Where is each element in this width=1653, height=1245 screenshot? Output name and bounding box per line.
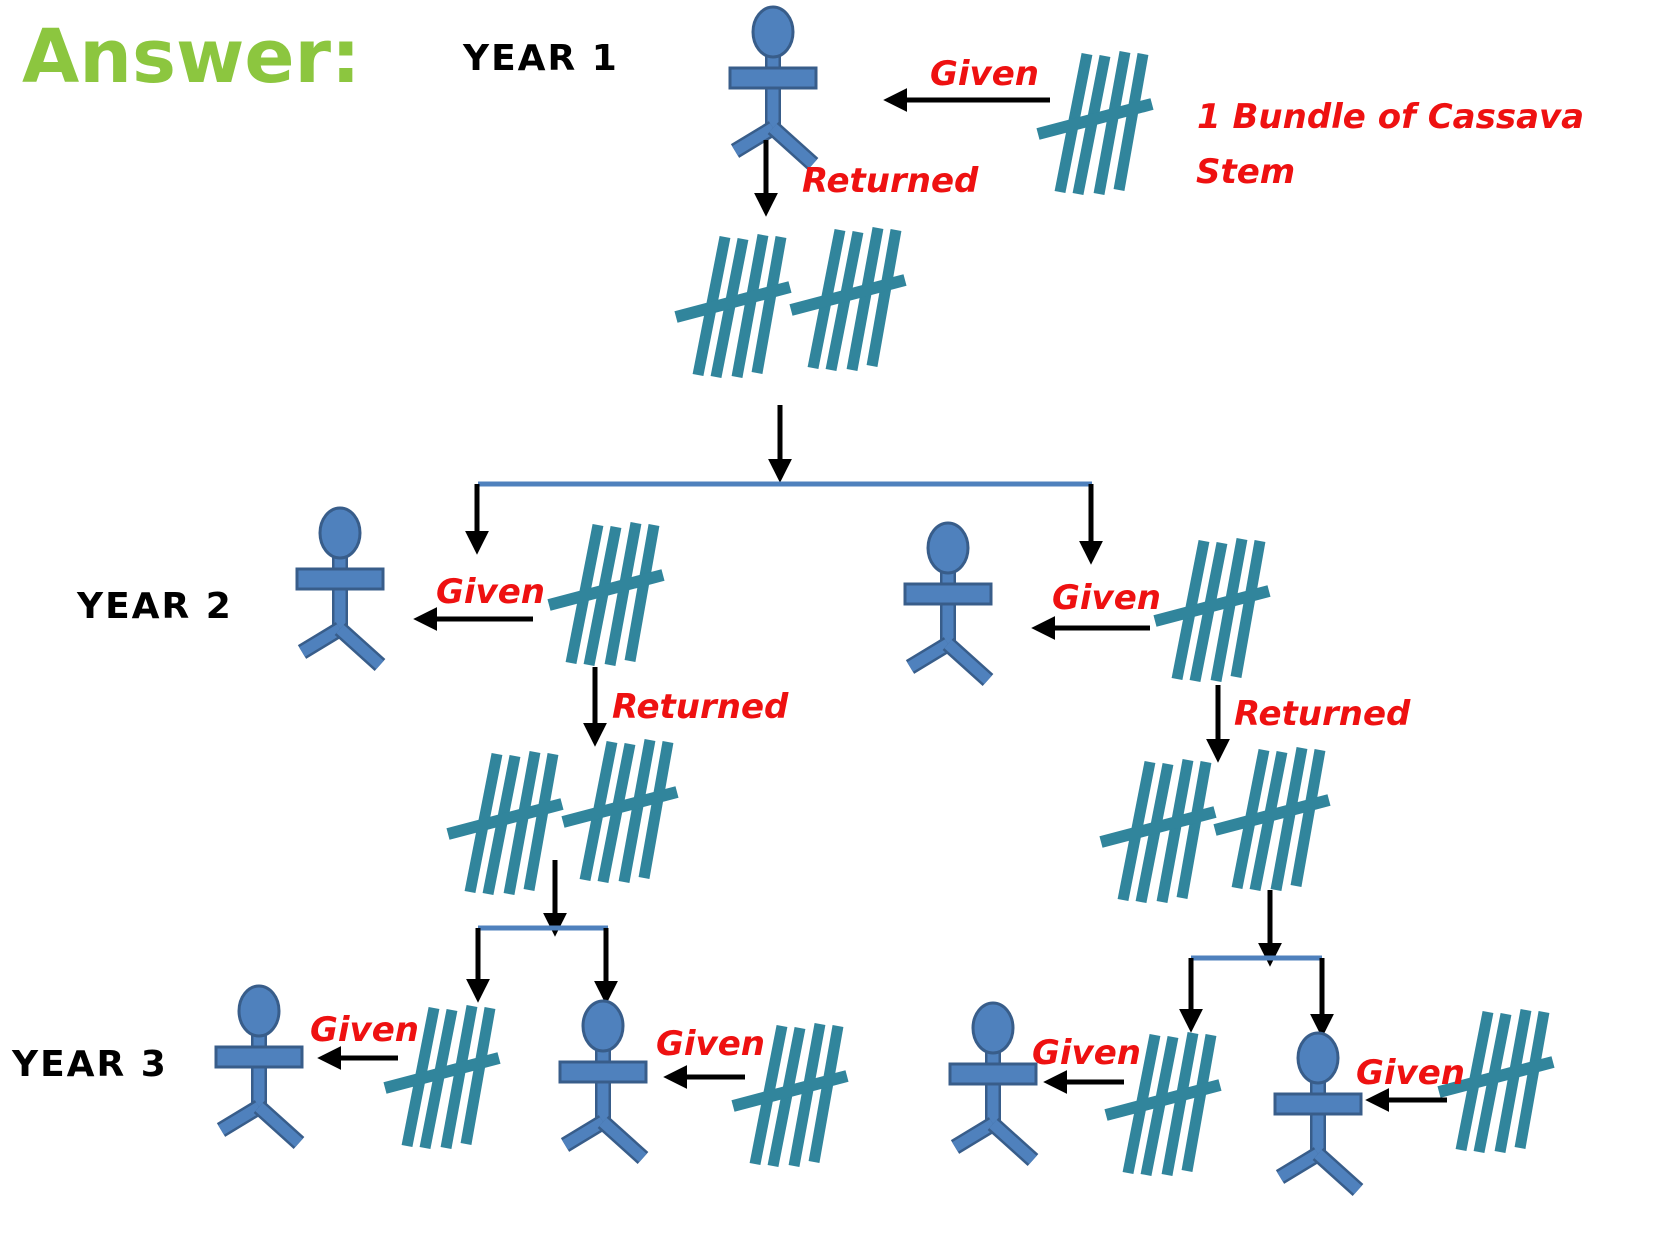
cassava-stem-bundle-icon [1155,539,1269,681]
year-3-label: YEAR 3 [11,1044,168,1085]
cassava-stem-bundle-icon [448,752,562,894]
returned-label: Returned [802,161,979,201]
cassava-stem-bundle-icon [1101,760,1215,902]
cassava-stem-bundle-icon [563,740,677,882]
given-label: Given [656,1024,765,1064]
stick-figure-icon [216,986,302,1143]
cassava-stem-bundle-icon [676,235,790,377]
bundle-legend-line2: Stem [1196,152,1295,192]
bundle-legend-line1: 1 Bundle of Cassava [1197,97,1584,137]
cassava-stem-bundle-icon [1038,52,1152,194]
stick-figure-icon [905,523,991,680]
stick-figure-icon [560,1001,646,1158]
stick-figure-icon [297,508,383,665]
given-label: Given [1356,1053,1465,1093]
returned-label: Returned [1234,694,1411,734]
cassava-stem-bundle-icon [1215,748,1329,890]
given-label: Given [436,572,545,612]
cassava-stem-bundle-icon [549,523,663,665]
given-label: Given [930,54,1039,94]
year-1-label: YEAR 1 [462,38,619,79]
answer-title: Answer: [22,14,361,100]
stick-figure-icon [950,1003,1036,1160]
given-label: Given [1052,578,1161,618]
returned-label: Returned [612,687,789,727]
given-label: Given [1032,1033,1141,1073]
stick-figure-icon [1275,1033,1361,1190]
stick-figure-icon [730,7,816,164]
year-2-label: YEAR 2 [76,586,233,627]
given-label: Given [310,1010,419,1050]
cassava-stem-bundle-icon [791,228,905,370]
